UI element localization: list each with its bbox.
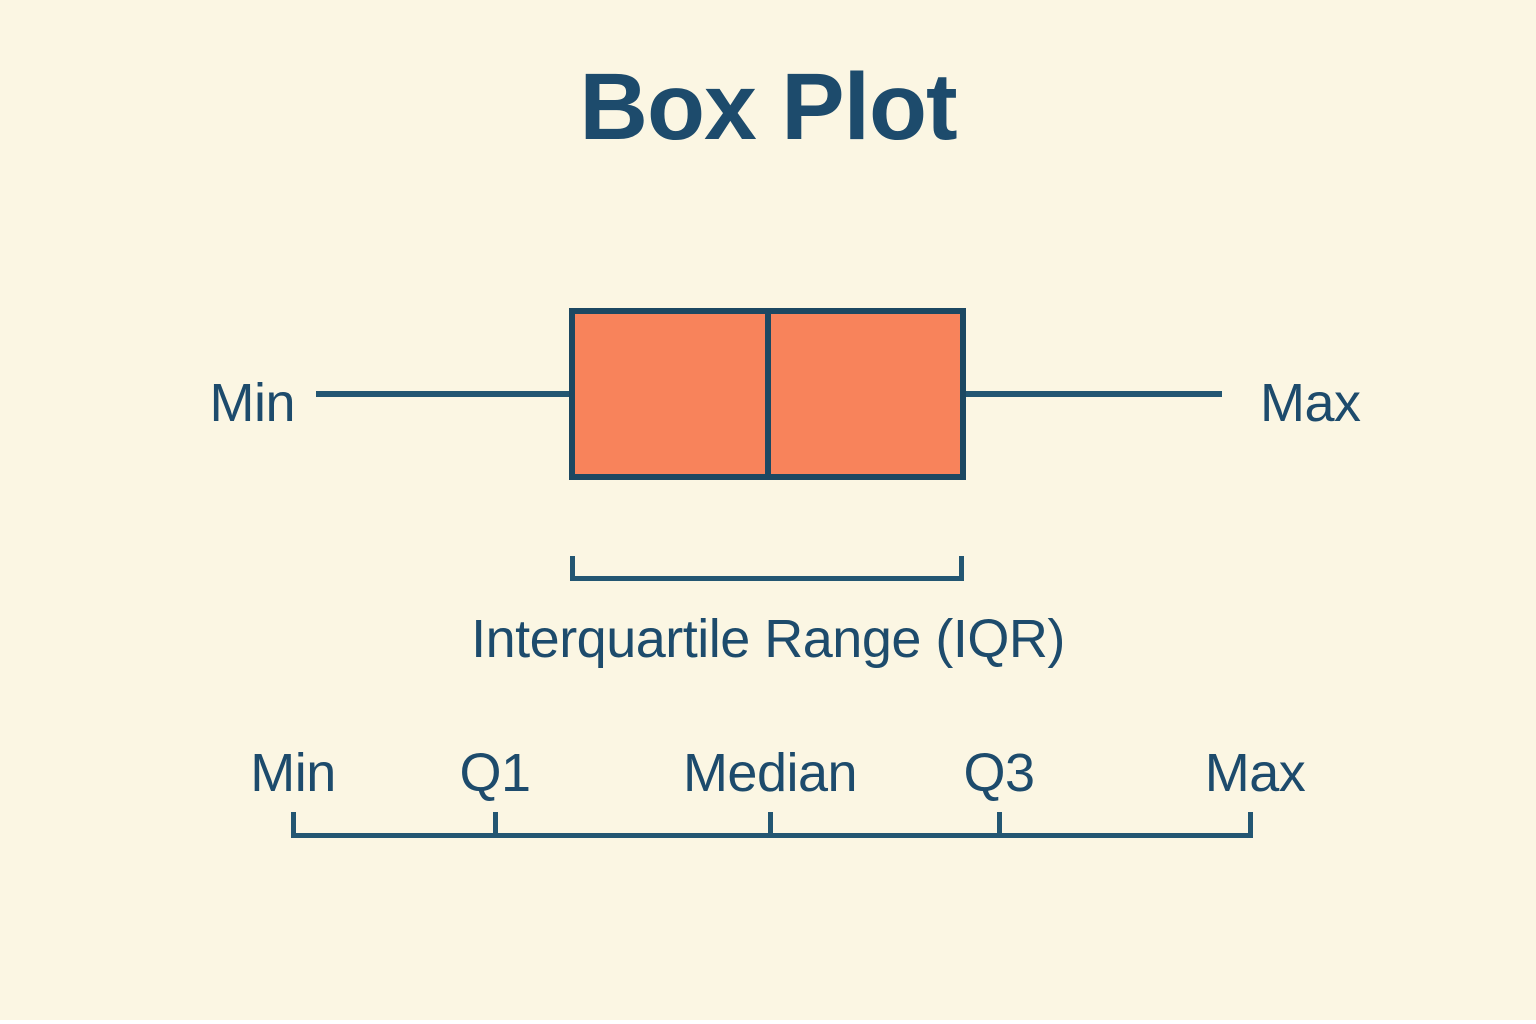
iqr-bracket (570, 556, 964, 581)
axis-label-median: Median (682, 743, 858, 803)
axis-tick-min (291, 812, 296, 838)
left-whisker (316, 391, 569, 397)
iqr-box (569, 308, 966, 480)
axis-tick-max (1248, 812, 1253, 838)
axis-label-q3: Q3 (963, 743, 1035, 803)
bottom-white-strip (0, 1020, 1536, 1024)
median-line (764, 314, 771, 474)
axis-tick-median (768, 812, 773, 838)
axis-label-q1: Q1 (459, 743, 531, 803)
right-whisker (966, 391, 1222, 397)
axis-label-max: Max (1204, 743, 1306, 803)
whisker-max-label: Max (1260, 373, 1361, 433)
axis-label-min: Min (250, 743, 336, 803)
iqr-label: Interquartile Range (IQR) (471, 609, 1065, 669)
whisker-min-label: Min (209, 373, 295, 433)
axis-tick-q3 (997, 812, 1002, 838)
page-title: Box Plot (579, 54, 957, 160)
axis-tick-q1 (493, 812, 498, 838)
